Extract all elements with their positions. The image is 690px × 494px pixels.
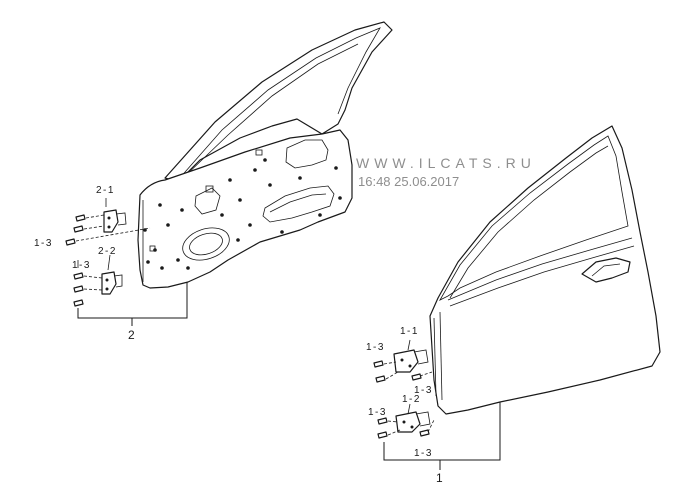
hinge-2-2 bbox=[101, 271, 123, 295]
watermark-site: WWW.ILCATS.RU bbox=[356, 155, 536, 171]
callout-group-1: 1 bbox=[436, 471, 443, 485]
watermark-datetime: 16:48 25.06.2017 bbox=[358, 174, 459, 189]
inner-door-panel bbox=[137, 21, 393, 289]
callouts-group-1: 1-1 1-2 1-3 1-3 1-3 1-3 1 bbox=[366, 326, 443, 485]
bolts-group-1 bbox=[373, 360, 430, 439]
callouts-group-2: 2-1 2-2 1-3 1-3 2 bbox=[34, 185, 135, 342]
leaders-group-1 bbox=[383, 339, 501, 470]
callout-group-2: 2 bbox=[128, 328, 135, 342]
hinge-1-1 bbox=[393, 349, 429, 373]
watermark: WWW.ILCATS.RU 16:48 25.06.2017 bbox=[356, 155, 536, 189]
callout-1-3-upper-right: 1-3 bbox=[414, 385, 433, 396]
panel-holes bbox=[143, 158, 342, 270]
callout-1-3-lower-left: 1-3 bbox=[368, 407, 387, 418]
leaders-group-2 bbox=[75, 198, 188, 326]
hinge-2-1 bbox=[103, 209, 127, 233]
outer-door bbox=[429, 125, 661, 415]
callout-2-1: 2-1 bbox=[96, 185, 115, 196]
callout-1-3-lower: 1-3 bbox=[72, 260, 91, 271]
callout-1-2: 1-2 bbox=[402, 394, 421, 405]
callout-1-3-lower-right: 1-3 bbox=[414, 448, 433, 459]
callout-1-3-upper-left: 1-3 bbox=[366, 342, 385, 353]
callout-1-3-left: 1-3 bbox=[34, 238, 53, 249]
callout-1-1: 1-1 bbox=[400, 326, 419, 337]
callout-2-2: 2-2 bbox=[98, 246, 117, 257]
bolts-group-2 bbox=[65, 214, 86, 307]
door-handle bbox=[581, 257, 631, 283]
hinge-1-2 bbox=[395, 411, 431, 433]
